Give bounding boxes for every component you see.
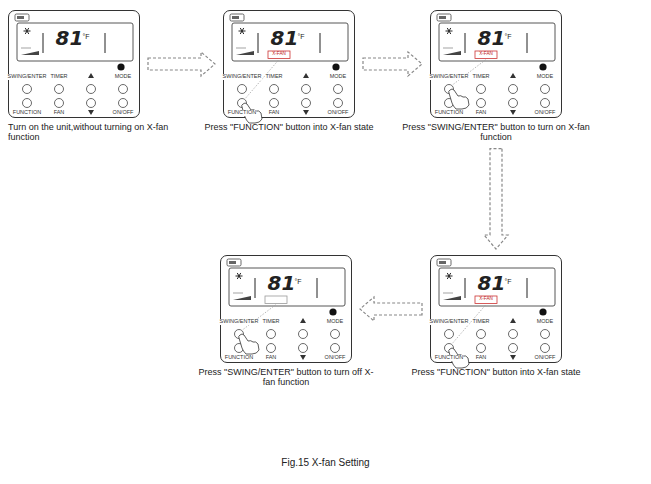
step-caption: Press "SWING/ENTER" button to turn off X…	[196, 367, 376, 388]
button-label: ON/OFF	[324, 355, 346, 361]
button-label: MODE	[329, 74, 347, 80]
flow-arrow	[484, 149, 508, 249]
temperature-digits: 81	[55, 28, 84, 48]
button-label: TIMER	[472, 74, 490, 80]
button-label: FAN	[53, 110, 65, 116]
button-label: ON/OFF	[112, 110, 134, 116]
button-label: FUNCTION	[224, 355, 253, 361]
temperature-digits: 81	[477, 28, 506, 48]
remote-controller: 81°F X-FAN SWING/ENTERTIMER MODE FUNCTION FAN…	[430, 255, 562, 363]
button-label: MODE	[326, 319, 344, 325]
button-label: SWING/ENTER	[429, 319, 469, 325]
remote-panel: 81°F SWING/ENTERTIMER MODE FUNCTION FAN ON/OF…	[8, 10, 140, 143]
button-label: FAN	[265, 355, 277, 361]
button-label: SWING/ENTER	[222, 74, 262, 80]
button-label: MODE	[536, 319, 554, 325]
step-caption: Press "FUNCTION" button into X-fan state	[396, 367, 596, 377]
button-label: MODE	[114, 74, 132, 80]
button-label: FAN	[475, 110, 487, 116]
button-label: SWING/ENTER	[219, 319, 259, 325]
mode-tag: X-FAN	[479, 52, 494, 57]
button-label: FAN	[475, 355, 487, 361]
step-caption: Turn on the unit,without turning on X-fa…	[8, 122, 198, 143]
button-label: ON/OFF	[327, 110, 349, 116]
unit-sign: °F	[504, 33, 512, 40]
button-label: FUNCTION	[12, 110, 41, 116]
remote-controller: 81°F SWING/ENTERTIMER MODE FUNCTION FAN ON/OF…	[8, 10, 140, 118]
button-label: TIMER	[265, 74, 283, 80]
remote-panel: 81°F SWING/ENTERTIMER MODE FUNCTION FAN ON/OF…	[220, 255, 352, 388]
temperature-digits: 81	[267, 273, 296, 293]
mode-tag: X-FAN	[479, 297, 494, 302]
unit-sign: °F	[82, 33, 90, 40]
remote-panel: 81°F X-FAN SWING/ENTERTIMER MODE FUNCTION FAN…	[223, 10, 355, 132]
button-label: FUNCTION	[434, 355, 463, 361]
remote-panel: 81°F X-FAN SWING/ENTERTIMER MODE FUNCTION FAN…	[430, 255, 562, 377]
button-label: ON/OFF	[534, 355, 556, 361]
remote-controller: 81°F SWING/ENTERTIMER MODE FUNCTION FAN ON/OF…	[220, 255, 352, 363]
unit-sign: °F	[504, 278, 512, 285]
step-caption: Press "SWING/ENTER" button to turn on X-…	[396, 122, 596, 143]
button-label: TIMER	[50, 74, 68, 80]
button-label: SWING/ENTER	[7, 74, 47, 80]
remote-panel: 81°F X-FAN SWING/ENTERTIMER MODE FUNCTION FAN…	[430, 10, 562, 143]
flow-arrow	[148, 52, 215, 76]
flow-arrow	[363, 52, 422, 76]
button-label: TIMER	[262, 319, 280, 325]
flow-arrow	[360, 297, 422, 321]
unit-sign: °F	[294, 278, 302, 285]
temperature-digits: 81	[477, 273, 506, 293]
button-label: ON/OFF	[534, 110, 556, 116]
button-label: FAN	[268, 110, 280, 116]
remote-controller: 81°F X-FAN SWING/ENTERTIMER MODE FUNCTION FAN…	[223, 10, 355, 118]
remote-controller: 81°F X-FAN SWING/ENTERTIMER MODE FUNCTION FAN…	[430, 10, 562, 118]
button-label: MODE	[536, 74, 554, 80]
button-label: SWING/ENTER	[429, 74, 469, 80]
mode-tag: X-FAN	[272, 52, 287, 57]
button-label: FUNCTION	[434, 110, 463, 116]
step-caption: Press "FUNCTION" button into X-fan state	[189, 122, 389, 132]
figure-caption: Fig.15 X-fan Setting	[0, 457, 651, 468]
button-label: FUNCTION	[227, 110, 256, 116]
unit-sign: °F	[297, 33, 305, 40]
button-label: TIMER	[472, 319, 490, 325]
temperature-digits: 81	[270, 28, 299, 48]
